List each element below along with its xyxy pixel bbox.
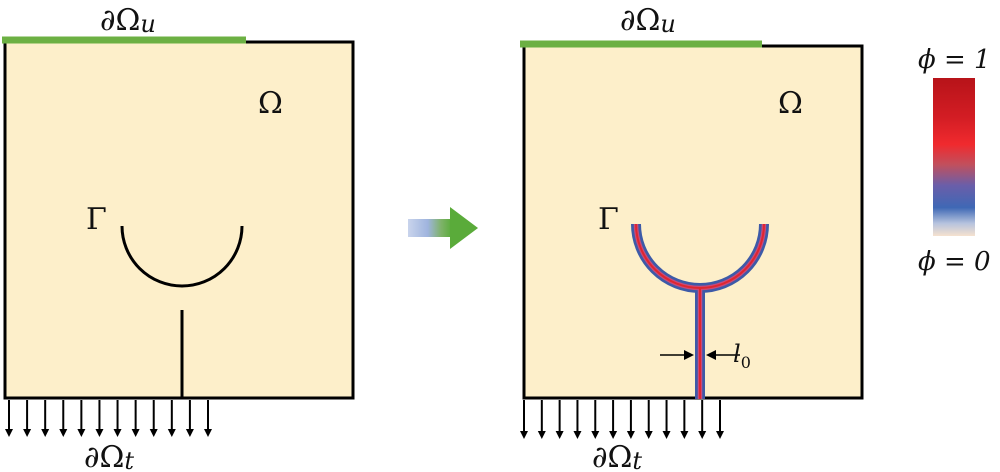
right-traction-arrow-head — [537, 431, 546, 439]
left-traction-arrow-head — [23, 429, 32, 437]
right-traction-arrow-head — [680, 431, 689, 439]
width-indicator — [660, 350, 740, 360]
left-crack-label: Γ — [86, 202, 107, 237]
right-domain — [522, 44, 864, 400]
right-traction-arrow-head — [662, 431, 671, 439]
right-domain-label: Ω — [778, 86, 803, 121]
colorbar: ϕ = 1 ϕ = 0 — [918, 45, 991, 277]
right-top-boundary-label: ∂Ωu — [620, 3, 676, 38]
right-panel: l0 ∂Ωu Ω Γ ∂Ωt — [520, 3, 864, 472]
right-traction-arrow-head — [555, 431, 564, 439]
left-traction-arrow-head — [95, 429, 104, 437]
left-traction-arrow-head — [59, 429, 68, 437]
left-traction-arrow-head — [149, 429, 158, 437]
left-domain-label: Ω — [258, 86, 283, 121]
right-traction-arrow-head — [644, 431, 653, 439]
right-traction-arrows — [520, 400, 724, 439]
left-traction-arrow-head — [5, 429, 13, 437]
right-traction-arrow-head — [626, 431, 635, 439]
left-domain — [3, 40, 355, 400]
left-traction-arrow-head — [167, 429, 176, 437]
left-panel: ∂Ωu Ω Γ ∂Ωt — [2, 3, 355, 472]
colorbar-top-label: ϕ = 1 — [918, 45, 991, 75]
left-traction-arrow-head — [204, 429, 212, 437]
left-traction-arrow-head — [77, 429, 86, 437]
colorbar-gradient — [933, 78, 975, 236]
left-traction-arrow-head — [41, 429, 50, 437]
left-traction-arrow-head — [185, 429, 194, 437]
phase-field-crack — [631, 223, 769, 399]
right-traction-arrow-head — [591, 431, 600, 439]
colorbar-bottom-label: ϕ = 0 — [918, 247, 991, 277]
right-bottom-boundary-label: ∂Ωt — [592, 440, 642, 472]
right-traction-arrow-head — [520, 431, 528, 439]
left-traction-arrow-head — [131, 429, 140, 437]
left-top-boundary-label: ∂Ωu — [100, 3, 156, 38]
right-traction-arrow-head — [698, 431, 707, 439]
left-crack-arc — [120, 225, 244, 288]
right-traction-arrow-head — [573, 431, 582, 439]
width-label: l0 — [733, 340, 751, 372]
right-traction-arrow-head — [609, 431, 618, 439]
left-bottom-boundary-label: ∂Ωt — [84, 440, 134, 472]
transition-arrow — [408, 207, 478, 249]
right-crack-label: Γ — [598, 202, 619, 237]
left-traction-arrow-head — [113, 429, 122, 437]
right-traction-arrow-head — [716, 431, 724, 439]
left-traction-arrows — [5, 400, 212, 437]
